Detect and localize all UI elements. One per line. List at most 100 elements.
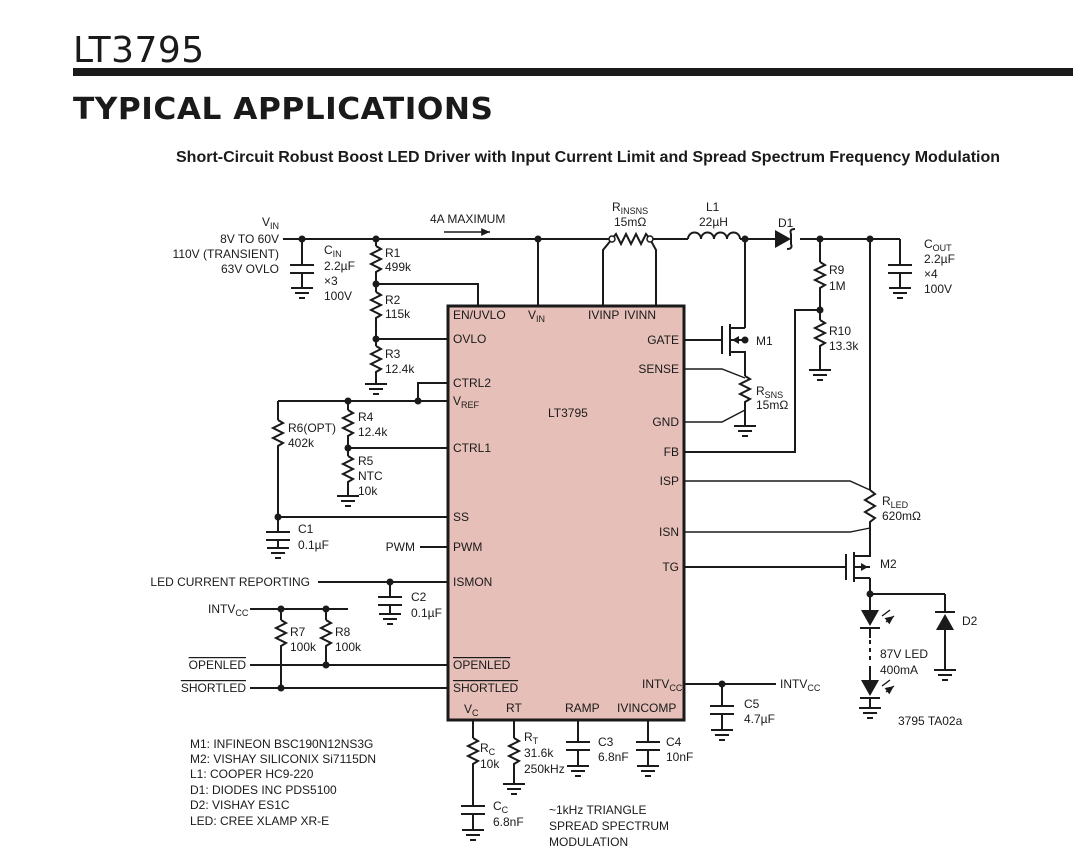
bom-line: M1: INFINEON BSC190N12NS3G	[190, 737, 373, 751]
c1-value: 0.1µF	[298, 538, 329, 552]
bom-line: LED: CREE XLAMP XR-E	[190, 814, 329, 828]
r6-resistor	[270, 419, 286, 452]
l1-name: L1	[706, 200, 720, 214]
c2-name: C2	[411, 590, 427, 604]
d2-name: D2	[962, 614, 978, 628]
pin-gnd: GND	[652, 415, 679, 429]
rt-value2: 250kHz	[524, 762, 565, 776]
openled-label: OPENLED	[189, 658, 247, 672]
bom-line: M2: VISHAY SILICONIX Si7115DN	[190, 752, 376, 766]
r10-name: R10	[829, 324, 851, 338]
intvcc-left-label: INTVCC	[208, 602, 249, 618]
cc-value: 6.8nF	[493, 815, 524, 829]
rsns-name: RSNS	[756, 384, 783, 400]
pin-en-uvlo: EN/UVLO	[453, 308, 506, 322]
cin-capacitor	[290, 264, 314, 274]
header-rule	[73, 68, 1073, 76]
pin-sense: SENSE	[638, 362, 679, 376]
c5-capacitor	[710, 705, 734, 715]
r4-resistor	[340, 409, 356, 440]
bom-line: D1: DIODES INC PDS5100	[190, 783, 337, 797]
r9-value: 1M	[829, 279, 846, 293]
r3-value: 12.4k	[385, 362, 415, 376]
d2-diode	[935, 611, 955, 630]
r5-value: NTC	[358, 469, 383, 483]
r8-resistor	[318, 619, 334, 652]
r1-resistor	[368, 245, 384, 276]
vin-label: VIN	[262, 215, 279, 231]
rled-resistor	[863, 489, 877, 530]
c5-value: 4.7µF	[744, 712, 775, 726]
cout-value: 2.2µF	[924, 252, 955, 266]
figure-id: 3795 TA02a	[898, 714, 963, 728]
cout-name: COUT	[924, 237, 952, 253]
r9-resistor	[812, 261, 828, 292]
m2-name: M2	[880, 557, 897, 571]
r10-resistor	[812, 319, 828, 352]
pin-rt: RT	[506, 701, 522, 715]
cout-capacitor	[888, 264, 912, 274]
r8-name: R8	[335, 625, 351, 639]
r2-value: 115k	[385, 307, 411, 321]
c2-capacitor	[378, 596, 402, 606]
r2-name: R2	[385, 293, 401, 307]
cin-qty: ×3	[324, 274, 338, 288]
c3-name: C3	[598, 735, 614, 749]
vin-range: 8V TO 60V	[220, 232, 279, 246]
r9-name: R9	[829, 263, 845, 277]
rled-name: RLED	[882, 494, 909, 510]
pin-vref: VREF	[453, 394, 480, 410]
rc-name: RC	[480, 741, 496, 757]
c1-name: C1	[298, 522, 314, 536]
bom-line: D2: VISHAY ES1C	[190, 798, 290, 812]
r3-name: R3	[385, 347, 401, 361]
pin-openled: OPENLED	[453, 658, 511, 672]
led-voltage: 87V LED	[880, 647, 928, 661]
c3-value: 6.8nF	[598, 750, 629, 764]
m1-name: M1	[756, 334, 773, 348]
d1-diode	[775, 228, 796, 250]
part-number-header: LT3795	[73, 30, 205, 71]
vin-ovlo: 63V OVLO	[221, 262, 279, 276]
pin-vin: VIN	[528, 308, 545, 324]
pin-gate: GATE	[647, 333, 679, 347]
rled-value: 620mΩ	[882, 509, 921, 523]
rt-value: 31.6k	[524, 746, 554, 760]
r1-value: 499k	[385, 260, 412, 274]
rc-value: 10k	[480, 757, 500, 771]
m1-mosfet	[721, 324, 745, 356]
l1-inductor	[687, 231, 741, 240]
led-current: 400mA	[880, 663, 918, 677]
led-top	[860, 610, 894, 629]
rt-name: RT	[524, 730, 539, 746]
pin-tg: TG	[662, 560, 679, 574]
r6-name: R6(OPT)	[288, 421, 336, 435]
r4-name: R4	[358, 410, 374, 424]
r7-value: 100k	[290, 640, 317, 654]
cout-rating: 100V	[924, 282, 952, 296]
intvcc-right-label: INTVCC	[780, 677, 821, 693]
shortled-label: SHORTLED	[181, 681, 246, 695]
pin-ctrl1: CTRL1	[453, 441, 491, 455]
r10-value: 13.3k	[829, 339, 859, 353]
r5-name: R5	[358, 454, 374, 468]
r6-value: 402k	[288, 436, 315, 450]
junction-dots	[274, 235, 874, 692]
c5-name: C5	[744, 697, 760, 711]
section-title: TYPICAL APPLICATIONS	[73, 92, 494, 127]
r3-resistor	[368, 345, 384, 376]
c4-value: 10nF	[666, 750, 693, 764]
rinsns-value: 15mΩ	[614, 215, 646, 229]
cc-name: CC	[493, 799, 509, 815]
cc-capacitor	[461, 805, 485, 815]
pin-vc: VC	[464, 702, 479, 718]
pin-ovlo: OVLO	[453, 332, 486, 346]
led-bottom	[860, 680, 894, 699]
led-current-reporting-label: LED CURRENT REPORTING	[150, 575, 310, 589]
ground-symbol	[290, 287, 314, 299]
rinsns-name: RINSNS	[612, 200, 648, 216]
bom-line: L1: COOPER HC9-220	[190, 767, 314, 781]
ramp-note-line3: MODULATION	[549, 835, 628, 849]
pwm-input-label: PWM	[386, 540, 415, 554]
